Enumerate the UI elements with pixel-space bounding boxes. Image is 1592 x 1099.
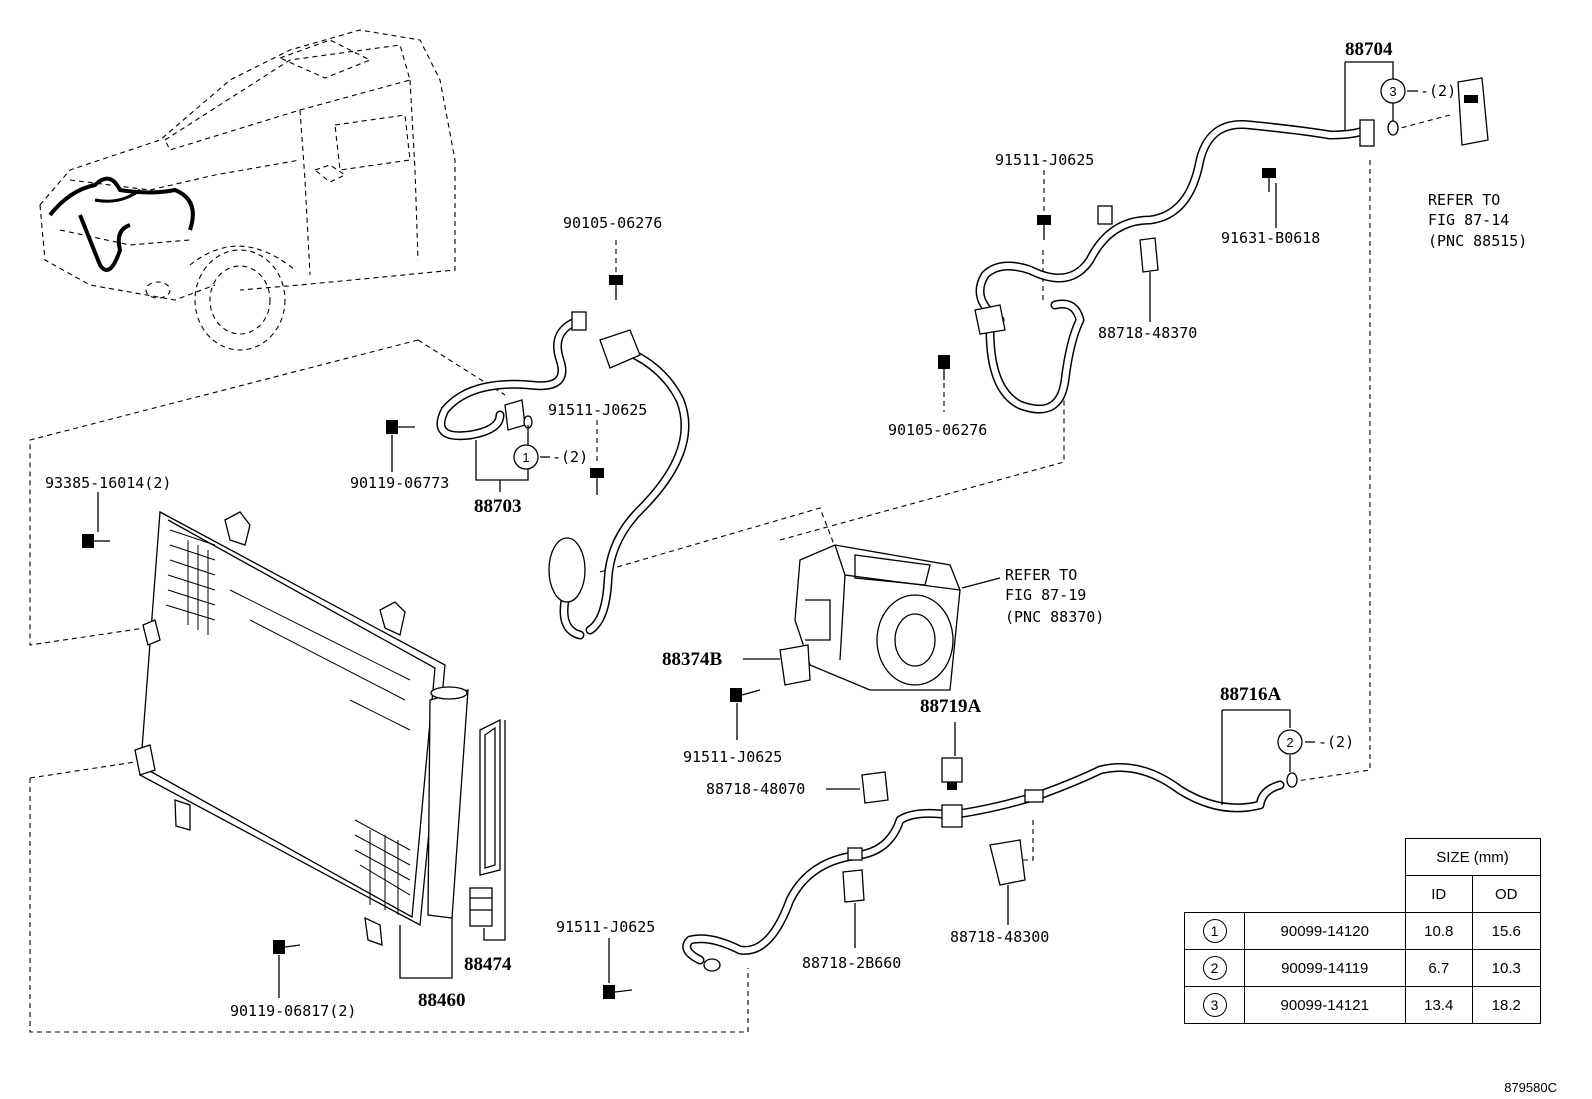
leader-lines <box>97 61 1418 998</box>
clamp-88718-48070 <box>861 771 889 804</box>
label-90119-06773: 90119-06773 <box>350 474 449 492</box>
label-93385: 93385-16014(2) <box>45 474 171 492</box>
label-90105-left: 90105-06276 <box>563 214 662 232</box>
qty-1: -(2) <box>552 448 588 466</box>
row-mark: 3 <box>1202 993 1227 1017</box>
refer-line: REFER TO <box>1428 191 1500 209</box>
refer-line: FIG 87-19 <box>1005 586 1086 604</box>
refer-line: REFER TO <box>1005 566 1077 584</box>
label-91511-top: 91511-J0625 <box>995 151 1094 169</box>
label-91631: 91631-B0618 <box>1221 229 1320 247</box>
label-88718-48070: 88718-48070 <box>706 780 805 798</box>
sensor-88719A <box>941 757 963 790</box>
clamp-88718-2B660 <box>842 869 865 903</box>
bolt-91511-top <box>1037 215 1051 240</box>
refer-line: FIG 87-14 <box>1428 211 1509 229</box>
size-table-col-od: OD <box>1472 875 1541 913</box>
clamp-88718-48300 <box>989 839 1026 886</box>
compressor <box>779 544 961 691</box>
circle-mark-1: 1 <box>522 450 529 465</box>
label-88374b: 88374B <box>662 649 723 670</box>
bolt-91511-mid <box>590 468 604 495</box>
label-88716a: 88716A <box>1220 684 1282 705</box>
row-od: 18.2 <box>1472 986 1541 1024</box>
bolt-90105-left <box>609 275 623 300</box>
row-od: 15.6 <box>1472 912 1541 950</box>
size-table: SIZE (mm) ID OD 1 90099-14120 10.8 15.6 … <box>1184 838 1541 1024</box>
figure-code: 879580C <box>1504 1080 1557 1095</box>
label-88474: 88474 <box>464 954 512 975</box>
bolt-91511-lower <box>730 688 761 702</box>
label-91511-bottom: 91511-J0625 <box>556 918 655 936</box>
row-part: 90099-14121 <box>1244 986 1406 1024</box>
filter-88474 <box>469 718 501 927</box>
label-88460: 88460 <box>418 990 466 1011</box>
clamp-88718-48370 <box>1139 237 1159 273</box>
bolt-91511-bottom <box>603 985 633 999</box>
row-mark: 2 <box>1202 956 1227 980</box>
label-88703: 88703 <box>474 496 522 517</box>
refer-line: (PNC 88515) <box>1428 232 1527 250</box>
table-row: 1 90099-14120 10.8 15.6 <box>1184 912 1541 950</box>
qty-3: -(2) <box>1420 82 1456 100</box>
part-labels: 88704 -(2) 91511-J0625 91631-B0618 88718… <box>45 39 1557 1095</box>
size-table-col-id: ID <box>1404 875 1473 913</box>
row-mark: 1 <box>1202 919 1227 943</box>
label-91511-lower: 91511-J0625 <box>683 748 782 766</box>
refer-fig-87-19: REFER TO FIG 87-19 (PNC 88370) <box>1005 566 1104 626</box>
row-part: 90099-14119 <box>1244 949 1406 987</box>
bolt-90105-right <box>938 355 950 380</box>
label-88718-48370: 88718-48370 <box>1098 324 1197 342</box>
valve-88515 <box>1457 77 1489 146</box>
circle-mark-2: 2 <box>1286 735 1293 750</box>
vehicle-illustration <box>39 29 456 351</box>
hose-assemblies <box>436 119 1375 972</box>
qty-2: -(2) <box>1318 733 1354 751</box>
bolt-93385 <box>82 534 110 548</box>
circle-mark-3: 3 <box>1389 84 1396 99</box>
row-od: 10.3 <box>1472 949 1541 987</box>
row-part: 90099-14120 <box>1244 912 1406 950</box>
table-row: 2 90099-14119 6.7 10.3 <box>1184 949 1541 987</box>
label-90119-06817: 90119-06817(2) <box>230 1002 356 1020</box>
refer-fig-87-14: REFER TO FIG 87-14 (PNC 88515) <box>1428 191 1527 250</box>
label-88719a: 88719A <box>920 696 982 717</box>
bolt-90119-06817 <box>273 940 301 954</box>
row-id: 6.7 <box>1404 949 1473 987</box>
row-id: 10.8 <box>1404 912 1473 950</box>
label-88718-2b660: 88718-2B660 <box>802 954 901 972</box>
table-row: 3 90099-14121 13.4 18.2 <box>1184 986 1541 1024</box>
fasteners <box>82 77 1489 999</box>
bolt-90119-06773 <box>386 420 415 434</box>
circle-marks: 3 1 2 <box>513 78 1406 755</box>
label-90105-right: 90105-06276 <box>888 421 987 439</box>
bolt-91631 <box>1262 168 1276 192</box>
label-88704: 88704 <box>1345 39 1393 60</box>
row-id: 13.4 <box>1404 986 1473 1024</box>
label-91511-mid: 91511-J0625 <box>548 401 647 419</box>
refer-line: (PNC 88370) <box>1005 608 1104 626</box>
condenser-88460 <box>134 510 469 946</box>
size-table-title: SIZE (mm) <box>1404 838 1541 876</box>
label-88718-48300: 88718-48300 <box>950 928 1049 946</box>
